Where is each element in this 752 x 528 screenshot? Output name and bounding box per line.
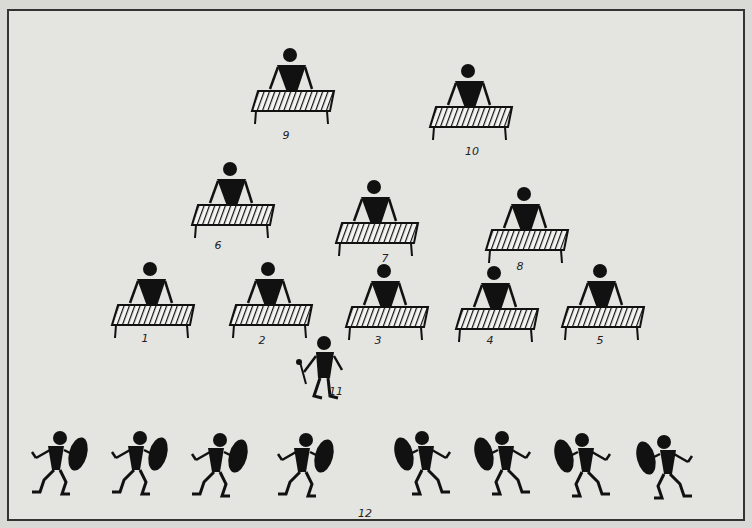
callout-number: 5 [597,334,604,347]
xylophone-player [112,262,194,338]
xylophone-player [192,162,274,238]
shield-dancer [278,433,337,496]
shield-dancer [32,431,91,494]
xylophone-player [456,266,538,342]
shield-dancer [633,435,692,498]
frame [8,10,744,520]
callout-number: 6 [215,239,222,252]
callout-number: 11 [329,385,343,398]
xylophone-player [252,48,334,124]
leader-figure [296,336,342,398]
xylophone-player [562,264,644,340]
shield-dancer [192,433,251,496]
xylophone-player [336,180,418,256]
xylophone-player [430,64,512,140]
callout-number: 1 [142,332,149,345]
xylophone-player [230,262,312,338]
xylophone-player [486,187,568,263]
shield-dancer [471,431,530,494]
shield-dancer [112,431,171,494]
callout-number: 9 [283,129,290,142]
callout-number: 12 [358,507,372,520]
callout-number: 2 [259,334,266,347]
callout-number: 4 [487,334,494,347]
callout-number: 3 [375,334,382,347]
callout-number: 10 [465,145,479,158]
callout-number: 8 [517,260,524,273]
xylophone-player [346,264,428,340]
callout-number: 7 [382,252,389,265]
shield-dancer [551,433,610,496]
shield-dancer [391,431,450,494]
